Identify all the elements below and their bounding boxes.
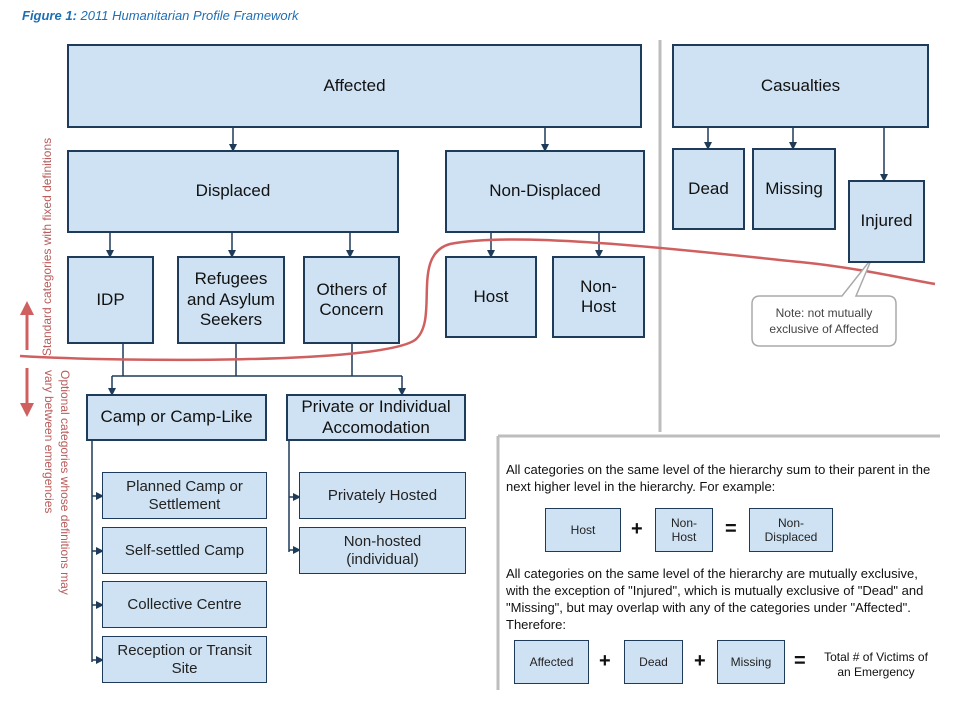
- eq1-non-host-box: Non-Host: [655, 508, 713, 552]
- casualties-box: Casualties: [672, 44, 929, 128]
- eq2-affected-box: Affected: [514, 640, 589, 684]
- eq1-host-box: Host: [545, 508, 621, 552]
- explanation-paragraph-2: All categories on the same level of the …: [506, 566, 924, 632]
- collective-centre-box: Collective Centre: [102, 581, 267, 628]
- eq2-result: Total # of Victims of an Emergency: [824, 650, 928, 679]
- eq2-plus-1: +: [599, 650, 611, 672]
- optional-categories-label-line1: Optional categories whose definitions ma…: [58, 370, 72, 595]
- eq1-non-displaced-box: Non-Displaced: [749, 508, 833, 552]
- affected-box: Affected: [67, 44, 642, 128]
- explanation-paragraph-1: All categories on the same level of the …: [506, 462, 931, 494]
- eq1-plus: +: [631, 518, 643, 540]
- eq2-missing-box: Missing: [717, 640, 785, 684]
- self-settled-camp-box: Self-settled Camp: [102, 527, 267, 574]
- figure-title: 2011 Humanitarian Profile Framework: [80, 8, 299, 23]
- injured-box: Injured: [848, 180, 925, 263]
- displaced-box: Displaced: [67, 150, 399, 233]
- private-accommodation-box: Private or Individual Accomodation: [286, 394, 466, 441]
- privately-hosted-box: Privately Hosted: [299, 472, 466, 519]
- eq2-dead-box: Dead: [624, 640, 683, 684]
- standard-categories-label: Standard categories with fixed definitio…: [40, 137, 54, 356]
- category-boundary-line: [19, 238, 936, 362]
- dead-box: Dead: [672, 148, 745, 230]
- planned-camp-box: Planned Camp or Settlement: [102, 472, 267, 519]
- reception-transit-box: Reception or Transit Site: [102, 636, 267, 683]
- optional-categories-label-line2: vary between emergencies: [42, 370, 56, 514]
- host-box: Host: [445, 256, 537, 338]
- figure-caption: Figure 1: 2011 Humanitarian Profile Fram…: [22, 8, 299, 23]
- note-callout: [751, 257, 897, 347]
- idp-box: IDP: [67, 256, 154, 344]
- others-of-concern-box: Others of Concern: [303, 256, 400, 344]
- non-host-box: Non-Host: [552, 256, 645, 338]
- figure-label: Figure 1:: [22, 8, 77, 23]
- non-hosted-box: Non-hosted (individual): [299, 527, 466, 574]
- injured-note: Note: not mutually exclusive of Affected: [769, 306, 879, 336]
- missing-box: Missing: [752, 148, 836, 230]
- refugees-box: Refugees and Asylum Seekers: [177, 256, 285, 344]
- camp-box: Camp or Camp-Like: [86, 394, 267, 441]
- eq2-plus-2: +: [694, 650, 706, 672]
- eq2-equals: =: [794, 650, 806, 672]
- eq1-equals: =: [725, 518, 737, 540]
- non-displaced-box: Non-Displaced: [445, 150, 645, 233]
